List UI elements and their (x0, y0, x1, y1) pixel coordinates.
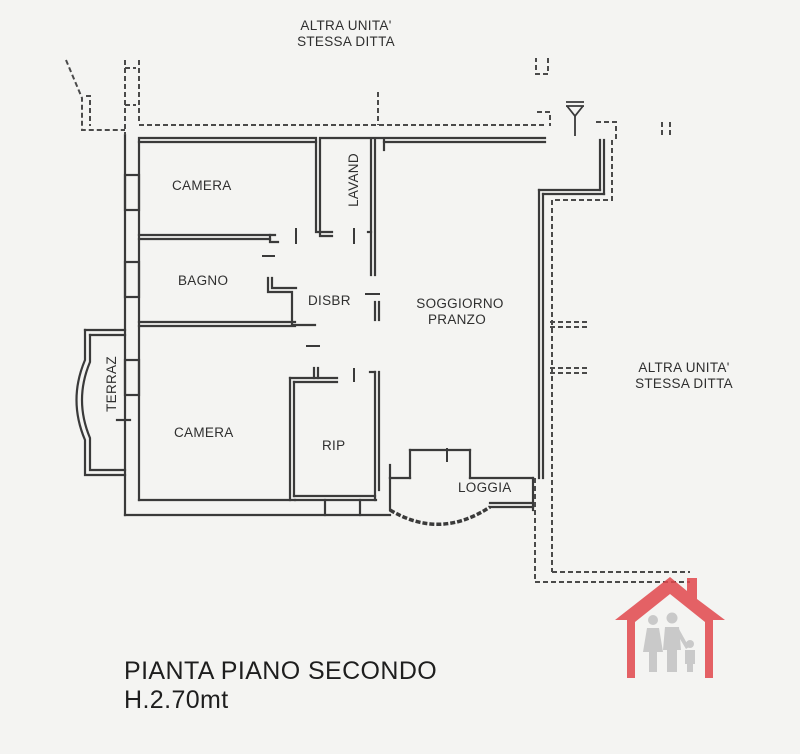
room-label-soggiorno-pranzo: SOGGIORNO PRANZO (400, 296, 520, 328)
adjacent-unit-label-east: ALTRA UNITA' STESSA DITTA (614, 360, 754, 392)
room-label-terraz: TERRAZ (104, 356, 119, 412)
adjacent-unit-line2: STESSA DITTA (635, 376, 733, 391)
room-label-camera-2: CAMERA (174, 425, 234, 440)
adjacent-unit-line1: ALTRA UNITA' (638, 360, 730, 375)
room-label-loggia: LOGGIA (458, 480, 512, 495)
plan-height-note: H.2.70mt (124, 686, 229, 714)
plan-title: PIANTA PIANO SECONDO (124, 657, 438, 685)
adjacent-unit-label-north: ALTRA UNITA' STESSA DITTA (276, 18, 416, 50)
room-label-soggiorno: SOGGIORNO (416, 296, 504, 311)
room-label-lavand: LAVAND (346, 153, 361, 207)
adjacent-unit-line1: ALTRA UNITA' (300, 18, 392, 33)
room-label-disbr: DISBR (308, 293, 351, 308)
adjacent-unit-line2: STESSA DITTA (297, 34, 395, 49)
room-label-rip: RIP (322, 438, 346, 453)
house-family-icon (615, 577, 725, 678)
room-label-bagno: BAGNO (178, 273, 229, 288)
room-label-camera-1: CAMERA (172, 178, 232, 193)
room-label-pranzo: PRANZO (427, 312, 487, 327)
